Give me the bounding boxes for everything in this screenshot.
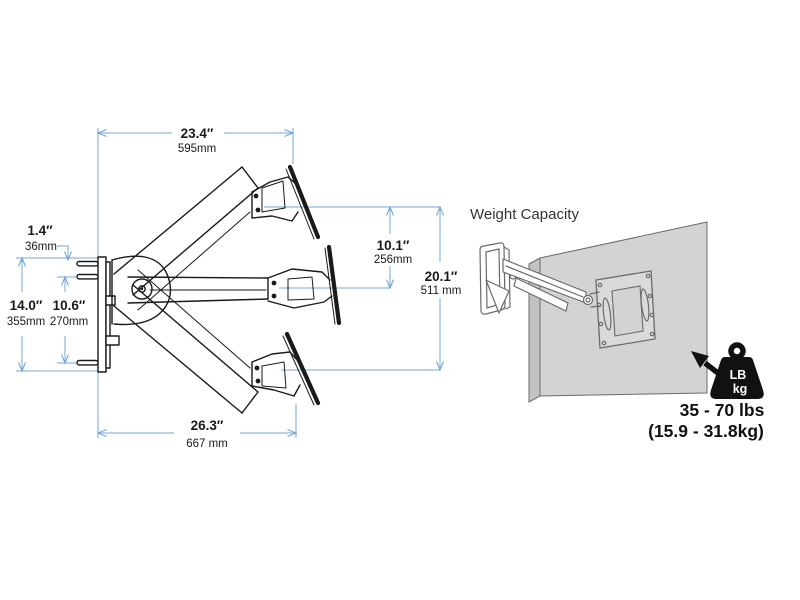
dimension-vertical-range: 20.1″ 511 mm [421,205,462,372]
dim-bottom-inches: 26.3″ [191,418,224,433]
arm-lowered [113,269,259,414]
arm-horizontal [127,276,269,304]
capacity-pounds: 35 - 70 lbs [680,400,765,420]
dimension-arm-extension-down: 26.3″ 667 mm [96,418,298,450]
monitor-head-raised [251,164,321,240]
dim-spacing-metric: 270mm [50,316,88,328]
dimension-arm-extension-up: 23.4″ 595mm [96,126,295,155]
dim-bottom-metric: 667 mm [186,438,228,450]
dim-offset-inches: 1.4″ [27,223,53,238]
arm-raised [113,166,259,311]
dimension-plate-height: 14.0″ 355mm [7,256,45,373]
weight-icon: LB kg [710,342,764,399]
wall-mount-bracket [76,256,120,373]
side-view-diagram: 23.4″ 595mm 10.1″ 256mm 20.1″ 511 mm 26.… [7,126,462,450]
dim-offset-metric: 36mm [25,241,57,253]
dimension-rise-above-pivot: 10.1″ 256mm [374,205,412,290]
weight-icon-lb-label: LB [730,368,747,382]
iso-arm [502,258,601,312]
dim-plate-metric: 355mm [7,316,45,328]
dim-top-metric: 595mm [178,143,216,155]
dim-range-metric: 511 mm [421,285,462,297]
monitor-head-lowered [251,331,321,406]
weight-capacity-title: Weight Capacity [470,206,579,223]
capacity-kilograms: (15.9 - 31.8kg) [648,421,764,441]
dimension-hole-spacing: 10.6″ 270mm [50,275,88,365]
dim-plate-inches: 14.0″ [10,298,43,313]
dim-spacing-inches: 10.6″ [53,298,86,313]
dim-rise-inches: 10.1″ [377,238,410,253]
dim-range-inches: 20.1″ [425,269,458,284]
extension-lines [16,128,440,438]
dim-rise-metric: 256mm [374,254,412,266]
monitor-head-horizontal [267,244,342,326]
iso-wall-bracket [479,242,517,315]
pivot-housing [111,255,172,326]
weight-capacity-section: Weight Capacity [470,206,765,441]
dim-top-inches: 23.4″ [181,126,214,141]
vesa-plate [595,270,656,349]
dimension-hole-offset: 1.4″ 36mm [25,223,73,262]
weight-icon-kg-label: kg [733,382,748,396]
